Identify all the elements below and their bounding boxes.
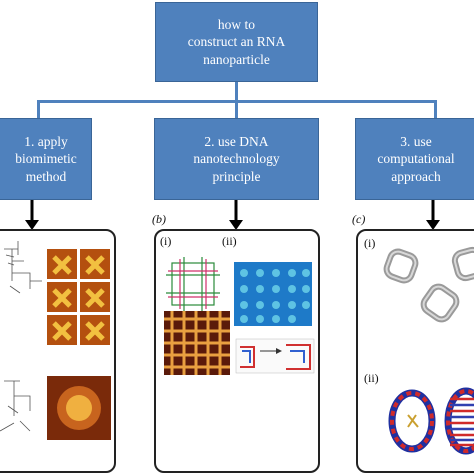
branch-connector-right	[434, 100, 437, 120]
arrow-computational-head	[426, 220, 440, 230]
panel-b-sub1: (i)	[160, 234, 172, 248]
method-box-computational: 3. use computational approach	[355, 118, 474, 200]
method-box-biomimetic: 1. apply biomimetic method	[0, 118, 92, 200]
panel-b-tag: (b)	[152, 212, 166, 226]
panel-dna: (i) (ii)	[154, 229, 320, 473]
biomimetic-figure	[0, 241, 111, 440]
panel-b-sub2: (ii)	[222, 234, 237, 248]
dna-figure	[164, 257, 315, 375]
method-label-computational: 3. use computational approach	[377, 133, 455, 184]
method-label-dna: 2. use DNA nanotechnology principle	[193, 133, 280, 184]
method-box-dna: 2. use DNA nanotechnology principle	[154, 118, 319, 200]
panel-c-tag: (c)	[352, 212, 366, 226]
root-box: how to construct an RNA nanoparticle	[155, 2, 318, 82]
computational-figure	[383, 246, 474, 455]
panel-c-sub1: (i)	[364, 236, 376, 250]
panel-biomimetic	[0, 229, 116, 473]
arrow-dna-head	[229, 220, 243, 230]
arrow-biomimetic-head	[25, 220, 39, 230]
root-connector-vertical	[235, 80, 238, 102]
panel-computational: (i) (ii)	[356, 229, 474, 473]
branch-connector-middle	[235, 100, 238, 120]
branch-connector-left	[37, 100, 40, 120]
root-label: how to construct an RNA nanoparticle	[187, 16, 286, 67]
method-label-biomimetic: 1. apply biomimetic method	[15, 133, 77, 184]
panel-c-sub2: (ii)	[364, 371, 379, 385]
